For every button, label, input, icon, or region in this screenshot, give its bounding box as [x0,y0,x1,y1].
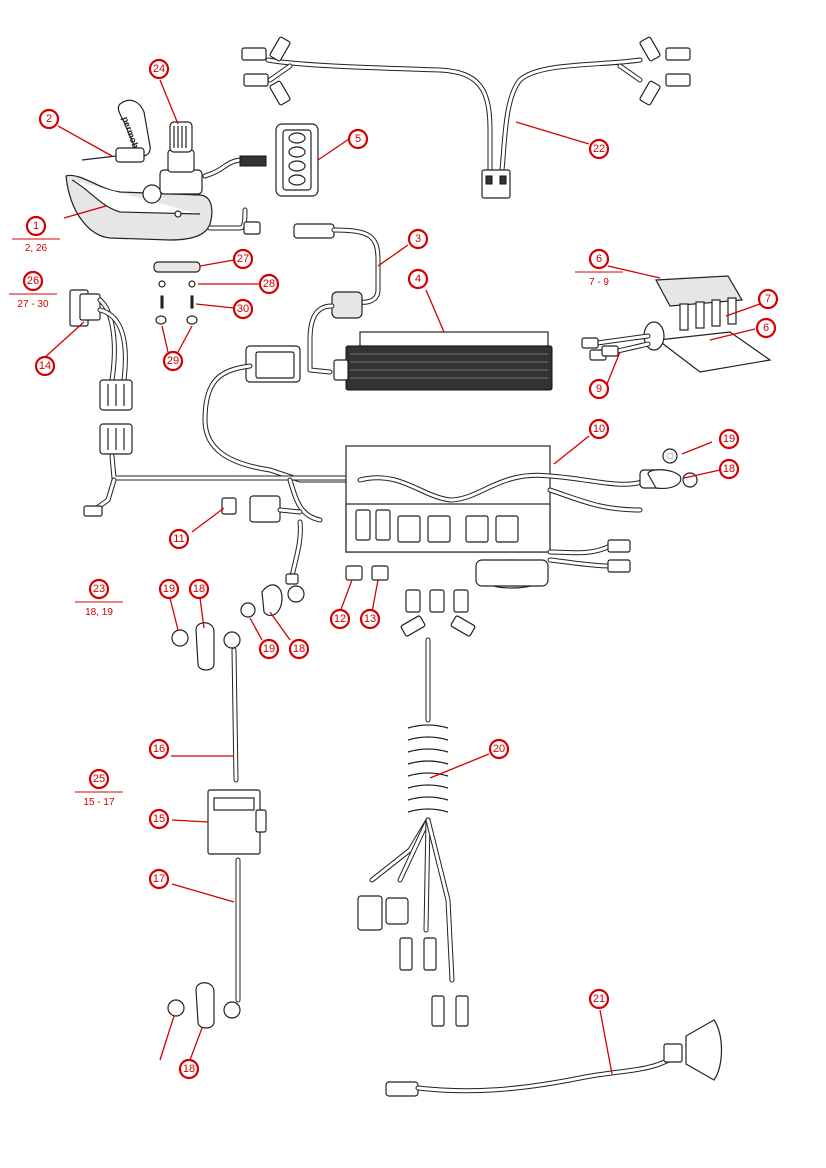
svg-text:21: 21 [593,993,605,1005]
sublabel-23: 18, 19 [75,601,123,618]
callout-19-c: 19 [258,638,280,660]
svg-text:18, 19: 18, 19 [85,607,113,618]
callout-2: 2 [38,108,60,130]
callout-30: 30 [232,298,254,320]
svg-text:2: 2 [46,113,52,125]
svg-text:7: 7 [765,293,771,305]
part-5-switch-panel [275,123,319,197]
sublabel-1: 2, 26 [12,238,60,254]
svg-text:25: 25 [93,773,105,785]
callout-21: 21 [588,988,610,1010]
callout-6-group: 6 [588,248,610,270]
callout-17: 17 [148,868,170,890]
svg-text:4: 4 [415,273,421,285]
callout-18-b: 18 [188,578,210,600]
svg-text:28: 28 [263,278,275,290]
leader-lines [43,79,761,1075]
part-20-coiled-cable [357,589,476,1027]
callout-24: 24 [148,58,170,80]
svg-text:14: 14 [39,360,51,372]
part-18-19-terminal-right [647,448,682,489]
part-1-joystick-module [65,121,267,241]
svg-text:13: 13 [364,613,376,625]
svg-text:16: 16 [153,743,165,755]
svg-text:29: 29 [167,355,179,367]
svg-text:26: 26 [27,275,39,287]
callout-29: 29 [162,350,184,372]
svg-text:2, 26: 2, 26 [25,243,48,254]
callout-25: 25 [88,768,110,790]
callout-1: 1 [25,215,47,237]
svg-text:5: 5 [355,133,361,145]
svg-text:10: 10 [593,423,605,435]
svg-text:11: 11 [173,533,184,545]
svg-text:17: 17 [153,873,165,885]
part-11-fuse [221,495,303,523]
svg-text:19: 19 [263,643,275,655]
callout-5: 5 [347,128,369,150]
callout-7: 7 [757,288,779,310]
callout-12: 12 [329,608,351,630]
callout-10: 10 [588,418,610,440]
part-2-charger-plug-key: permobil [81,99,151,163]
callout-22: 22 [588,138,610,160]
callout-14: 14 [34,355,56,377]
svg-text:12: 12 [334,613,346,625]
callout-18-d: 18 [178,1058,200,1080]
part-10-main-harness [83,363,698,589]
svg-text:6: 6 [596,253,602,265]
svg-text:27: 27 [237,253,249,265]
svg-text:15 - 17: 15 - 17 [83,797,115,808]
part-15-17-circuit-breaker [167,622,267,1029]
callout-27: 27 [232,248,254,270]
svg-text:18: 18 [723,463,735,475]
svg-text:30: 30 [237,303,249,315]
part-12-13-fuses [345,565,389,581]
callout-15: 15 [148,808,170,830]
sublabel-6: 7 - 9 [575,271,623,288]
part-14-connector-bracket [69,289,133,455]
svg-text:9: 9 [596,383,602,395]
svg-text:27 - 30: 27 - 30 [17,299,49,310]
svg-text:24: 24 [153,63,165,75]
callout-20: 20 [488,738,510,760]
part-27-30-hardware [153,261,201,325]
callout-19-a: 19 [718,428,740,450]
callout-19-b: 19 [158,578,180,600]
svg-text:7 - 9: 7 - 9 [589,277,609,288]
callout-16: 16 [148,738,170,760]
callout-11: 11 [168,528,190,550]
svg-text:19: 19 [163,583,175,595]
svg-text:1: 1 [33,220,39,232]
sublabel-25: 15 - 17 [75,791,123,808]
sublabel-26: 27 - 30 [9,293,57,310]
svg-text:22: 22 [593,143,605,155]
svg-text:6: 6 [763,322,769,334]
svg-text:18: 18 [183,1063,195,1075]
svg-text:18: 18 [293,643,305,655]
svg-text:18: 18 [193,583,205,595]
callout-23: 23 [88,578,110,600]
callout-4: 4 [407,268,429,290]
svg-text:20: 20 [493,743,505,755]
svg-text:19: 19 [723,433,735,445]
callout-3: 3 [407,228,429,250]
part-4-power-module [333,331,553,391]
callout-26: 26 [22,270,44,292]
callout-18-c: 18 [288,638,310,660]
svg-text:23: 23 [93,583,105,595]
svg-text:15: 15 [153,813,165,825]
part-21-lamp-cable [385,1019,723,1097]
svg-text:3: 3 [415,233,421,245]
part-6-9-relay-assembly [581,275,772,373]
callout-18-a: 18 [718,458,740,480]
callout-13: 13 [359,608,381,630]
ground-lead [240,519,305,618]
callout-6: 6 [755,317,777,339]
part-3-cable [245,223,381,383]
callout-9: 9 [588,378,610,400]
callout-28: 28 [258,273,280,295]
part-22-y-cable [241,36,691,199]
